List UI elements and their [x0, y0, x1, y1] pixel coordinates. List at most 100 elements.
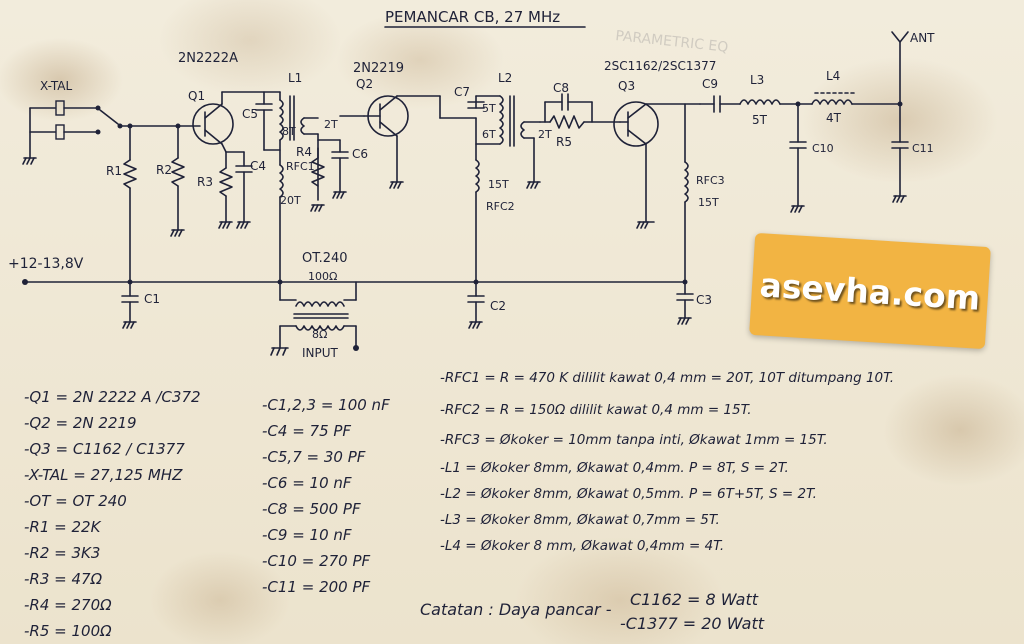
parts-col1-item: -Q2 = 2N 2219 — [24, 414, 137, 432]
r2-resistor — [170, 125, 185, 237]
l3-coil — [739, 99, 781, 105]
q2-type: 2N2219 — [353, 61, 404, 76]
c6-label: C6 — [352, 147, 368, 161]
crystal-symbols — [22, 100, 201, 165]
ot-impedance-lo: 8Ω — [312, 328, 327, 341]
r1-resistor — [123, 125, 137, 283]
l2-label: L2 — [498, 71, 512, 85]
parts-col1-item: -OT = OT 240 — [24, 492, 127, 510]
q3-type: 2SC1162/2SC1377 — [604, 59, 716, 73]
parts-col2-item: -C1,2,3 = 100 nF — [262, 396, 390, 414]
parts-col1-item: -R5 = 100Ω — [24, 622, 112, 640]
c4-capacitor — [225, 151, 253, 229]
parts-col1-item: -R4 = 270Ω — [24, 596, 112, 614]
c6-capacitor — [317, 139, 349, 199]
r3-label: R3 — [197, 175, 213, 189]
ot-impedance-hi: 100Ω — [308, 270, 337, 283]
supply-label: +12-13,8V — [8, 256, 84, 272]
c3-capacitor — [676, 279, 694, 325]
l1-label: L1 — [288, 71, 302, 85]
c11-capacitor — [891, 101, 909, 203]
title: PEMANCAR CB, 27 MHz — [385, 8, 560, 26]
parts-col2-item: -C6 = 10 nF — [262, 474, 352, 492]
q1-type: 2N2222A — [178, 51, 238, 66]
xtal-label: X-TAL — [40, 79, 72, 93]
parts-col3-item: -L3 = Økoker 8mm, Økawat 0,7mm = 5T. — [440, 512, 720, 528]
parts-col1-item: -R1 = 22K — [24, 518, 101, 536]
c3-label: C3 — [696, 293, 712, 307]
c11-label: C11 — [912, 142, 934, 155]
r5-label: R5 — [556, 135, 572, 149]
ant-label: ANT — [910, 31, 935, 45]
r4-resistor — [310, 147, 325, 212]
c1-label: C1 — [144, 292, 160, 306]
c7-label: C7 — [454, 85, 470, 99]
rfc3-choke — [684, 103, 689, 283]
r1-label: R1 — [106, 164, 122, 178]
parts-col3-item: -L4 = Økoker 8 mm, Økawat 0,4mm = 4T. — [440, 538, 725, 554]
parts-col2-item: -C11 = 200 PF — [262, 578, 371, 596]
parts-col1-item: -R2 = 3K3 — [24, 544, 101, 562]
q3-transistor — [613, 101, 659, 147]
parts-col1-item: -Q3 = C1162 / C1377 — [24, 440, 185, 458]
l2-p2-turns: 6T — [482, 128, 496, 141]
rfc2-turns: 15T — [488, 178, 509, 191]
rfc3-turns: 15T — [698, 196, 719, 209]
l1-coil — [255, 91, 319, 201]
rfc2-choke — [475, 159, 480, 283]
parts-col3-item: -L2 = Økoker 8mm, Økawat 0,5mm. P = 6T+5… — [440, 486, 817, 502]
r3-resistor — [218, 151, 233, 229]
q3-label: Q3 — [618, 79, 635, 93]
l4-turns: 4T — [826, 111, 842, 125]
c1-capacitor — [121, 279, 139, 329]
parts-col2-item: -C8 = 500 PF — [262, 500, 361, 518]
c9-label: C9 — [702, 77, 718, 91]
q2-label: Q2 — [356, 77, 373, 91]
rfc1-choke — [279, 164, 284, 283]
input-label: INPUT — [302, 346, 339, 360]
c2-label: C2 — [490, 299, 506, 313]
note-line2: -C1377 = 20 Watt — [620, 614, 764, 633]
note-line1: C1162 = 8 Watt — [630, 590, 759, 609]
l3-label: L3 — [750, 73, 764, 87]
parts-col2-item: -C9 = 10 nF — [262, 526, 352, 544]
q1-transistor — [192, 103, 234, 145]
q1-label: Q1 — [188, 89, 205, 103]
ot240-transformer — [270, 279, 359, 356]
l4-coil — [811, 99, 853, 105]
parts-col1-item: -X-TAL = 27,125 MHZ — [24, 466, 183, 484]
parts-col1-item: -Q1 = 2N 2222 A /C372 — [24, 388, 201, 406]
l2-p1-turns: 5T — [482, 102, 496, 115]
c5-label: C5 — [242, 107, 258, 121]
l1-primary-turns: 8T — [282, 125, 296, 138]
note-prefix: Catatan : Daya pancar - — [420, 600, 612, 619]
antenna-symbol — [891, 31, 909, 105]
parts-col3-item: -RFC3 = Økoker = 10mm tanpa inti, Økawat… — [440, 432, 828, 448]
parts-col2-item: -C10 = 270 PF — [262, 552, 371, 570]
parts-col2-item: -C4 = 75 PF — [262, 422, 352, 440]
rfc3-label: RFC3 — [696, 174, 725, 187]
l4-label: L4 — [826, 69, 840, 83]
parts-col3-item: -RFC1 = R = 470 K dililit kawat 0,4 mm =… — [440, 370, 895, 386]
parts-col3-item: -L1 = Økoker 8mm, Økawat 0,4mm. P = 8T, … — [440, 460, 789, 476]
rfc2-label: RFC2 — [486, 200, 515, 213]
r2-label: R2 — [156, 163, 172, 177]
c2-capacitor — [467, 279, 485, 329]
rfc1-turns: 20T — [280, 194, 301, 207]
c4-label: C4 — [250, 159, 266, 173]
ot-label: OT.240 — [302, 251, 348, 266]
c10-capacitor — [789, 101, 807, 213]
parts-col3-item: -RFC2 = R = 150Ω dililit kawat 0,4 mm = … — [440, 402, 752, 418]
c10-label: C10 — [812, 142, 834, 155]
supply-terminal — [22, 279, 28, 285]
l2-coil — [467, 95, 541, 189]
parts-col2-item: -C5,7 = 30 PF — [262, 448, 366, 466]
parts-col1-item: -R3 = 47Ω — [24, 570, 103, 588]
c8-label: C8 — [553, 81, 569, 95]
l3-turns: 5T — [752, 113, 768, 127]
l2-secondary-turns: 2T — [538, 128, 552, 141]
r4-label: R4 — [296, 145, 312, 159]
l1-secondary-turns: 2T — [324, 118, 338, 131]
